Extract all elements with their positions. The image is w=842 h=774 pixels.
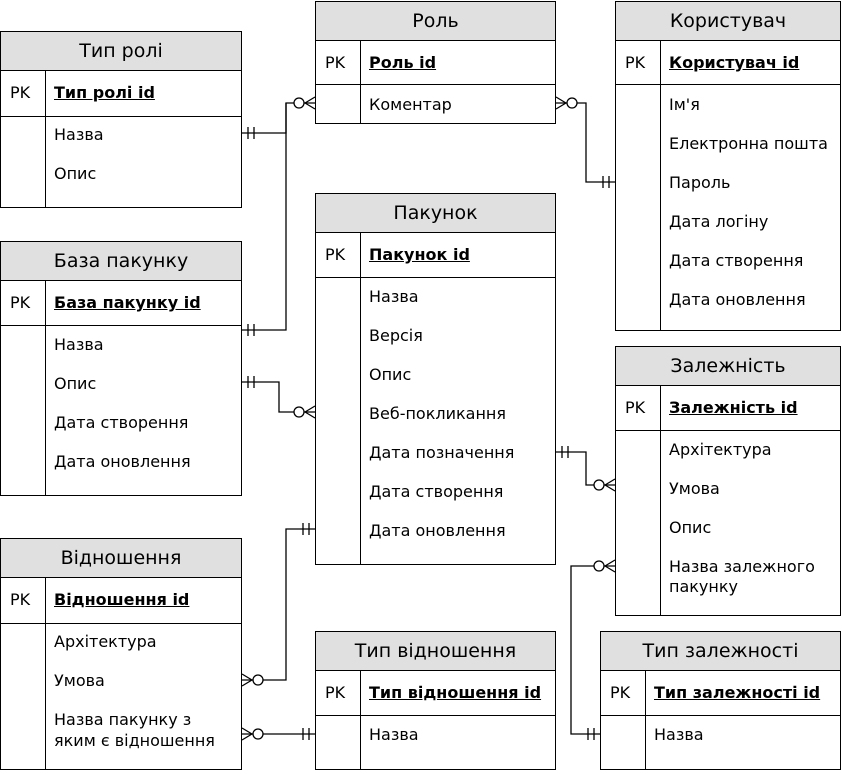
pk-label: PK	[10, 83, 31, 102]
crowfoot-marker	[604, 478, 616, 486]
attribute: Назва	[369, 725, 419, 744]
crowfoot-marker	[241, 727, 253, 735]
pk-field: Роль id	[369, 53, 437, 72]
attribute: Архітектура	[669, 440, 772, 459]
attribute: Назва	[369, 287, 419, 306]
link-dependencytype-dependency	[570, 565, 615, 735]
entity-title: База пакунку	[1, 242, 241, 281]
attribute: Назва пакунку з	[54, 710, 192, 729]
attribute: Версія	[369, 326, 423, 345]
attribute: Дата оновлення	[369, 521, 506, 540]
crowfoot-marker	[555, 102, 567, 110]
pk-label: PK	[610, 683, 631, 702]
attribute: яким є відношення	[54, 731, 215, 750]
pk-label: PK	[625, 53, 646, 72]
attribute: Коментар	[369, 95, 452, 114]
pk-field: База пакунку id	[54, 293, 201, 312]
attribute: Опис	[369, 365, 412, 384]
entity-package-base[interactable]: База пакунку PK База пакунку id Назва Оп…	[0, 241, 242, 496]
entity-title: Відношення	[1, 539, 241, 578]
optional-marker	[252, 728, 264, 740]
pk-label: PK	[10, 590, 31, 609]
pk-field: Залежність id	[669, 398, 798, 417]
entity-relation[interactable]: Відношення PK Відношення id Архітектура …	[0, 538, 242, 770]
entity-title: Тип ролі	[1, 32, 241, 71]
attribute: Дата оновлення	[669, 290, 806, 309]
attribute: Дата створення	[369, 482, 504, 501]
crowfoot-marker	[241, 679, 253, 687]
entity-dependency[interactable]: Залежність PK Залежність id Архітектура …	[615, 346, 841, 616]
optional-marker	[593, 479, 605, 491]
attribute: Назва	[54, 125, 104, 144]
link-package-relation	[242, 528, 315, 681]
attribute: Пароль	[669, 173, 731, 192]
crowfoot-marker	[304, 411, 316, 419]
crowfoot-marker	[604, 565, 616, 573]
crowfoot-marker	[604, 559, 616, 567]
pk-field: Пакунок id	[369, 245, 470, 264]
pk-label: PK	[10, 293, 31, 312]
entity-title: Тип відношення	[316, 632, 555, 671]
link-roletype-role	[242, 102, 315, 134]
crowfoot-marker	[604, 484, 616, 492]
attribute: Дата створення	[54, 413, 189, 432]
crowfoot-marker	[304, 405, 316, 413]
attribute: Назва	[54, 335, 104, 354]
entity-title: Залежність	[616, 347, 840, 386]
pk-label: PK	[325, 683, 346, 702]
link-user-role	[556, 102, 615, 183]
link-packagebase-role	[242, 103, 287, 331]
crowfoot-marker	[304, 102, 316, 110]
pk-field: Тип залежності id	[654, 683, 821, 702]
optional-marker	[593, 560, 605, 572]
attribute: Веб-покликання	[369, 404, 507, 423]
attribute: Дата оновлення	[54, 452, 191, 471]
pk-label: PK	[325, 53, 346, 72]
attribute: Архітектура	[54, 632, 157, 651]
optional-marker	[293, 406, 305, 418]
link-packagebase-package	[242, 381, 315, 413]
crowfoot-marker	[241, 673, 253, 681]
pk-field: Користувач id	[669, 53, 800, 72]
pk-field: Тип відношення id	[369, 683, 542, 702]
crowfoot-marker	[241, 733, 253, 741]
attribute: Дата створення	[669, 251, 804, 270]
entity-title: Роль	[316, 2, 555, 41]
attribute: Опис	[669, 518, 712, 537]
attribute: Назва залежного	[669, 557, 815, 576]
pk-label: PK	[325, 245, 346, 264]
entity-role-type[interactable]: Тип ролі PK Тип ролі id Назва Опис	[0, 31, 242, 208]
crowfoot-marker	[555, 96, 567, 104]
optional-marker	[293, 97, 305, 109]
link-package-dependency	[556, 451, 615, 486]
pk-label: PK	[625, 398, 646, 417]
entity-user[interactable]: Користувач PK Користувач id Ім'я Електро…	[615, 1, 841, 331]
optional-marker	[566, 97, 578, 109]
entity-title: Пакунок	[316, 194, 555, 233]
attribute: пакунку	[669, 577, 738, 596]
optional-marker	[252, 674, 264, 686]
attribute: Ім'я	[669, 95, 700, 114]
attribute: Умова	[669, 479, 720, 498]
pk-field: Відношення id	[54, 590, 190, 609]
entity-title: Користувач	[616, 2, 840, 41]
attribute: Дата логіну	[669, 212, 769, 231]
attribute: Умова	[54, 671, 105, 690]
entity-package[interactable]: Пакунок PK Пакунок id Назва Версія Опис …	[315, 193, 556, 565]
attribute: Електронна пошта	[669, 134, 828, 153]
crowfoot-marker	[304, 96, 316, 104]
pk-field: Тип ролі id	[54, 83, 155, 102]
attribute: Опис	[54, 374, 97, 393]
entity-role[interactable]: Роль PK Роль id Коментар	[315, 1, 556, 124]
attribute: Дата позначення	[369, 443, 515, 462]
attribute: Назва	[654, 725, 704, 744]
entity-relation-type[interactable]: Тип відношення PK Тип відношення id Назв…	[315, 631, 556, 770]
entity-dependency-type[interactable]: Тип залежності PK Тип залежності id Назв…	[600, 631, 841, 770]
entity-title: Тип залежності	[601, 632, 840, 671]
attribute: Опис	[54, 164, 97, 183]
